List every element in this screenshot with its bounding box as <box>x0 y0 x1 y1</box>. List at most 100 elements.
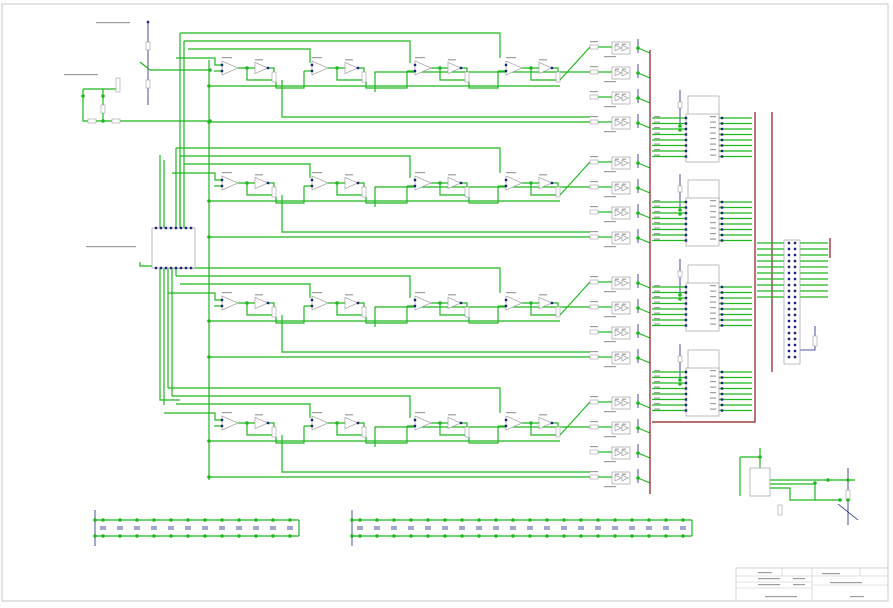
pin-marker <box>787 313 791 317</box>
component-label <box>222 412 232 414</box>
component-label <box>710 149 716 151</box>
component-label <box>615 158 619 160</box>
resistor-symbol <box>589 474 599 480</box>
opamp-symbol <box>614 424 623 432</box>
wire <box>281 435 590 473</box>
wire <box>184 40 411 63</box>
pin-marker <box>720 200 724 204</box>
pin-marker <box>413 184 417 188</box>
component-label <box>590 206 598 208</box>
junction-dot <box>335 181 339 185</box>
component-label <box>222 172 232 174</box>
junction-dot <box>101 534 105 538</box>
junction-dot <box>438 66 442 70</box>
pin-marker <box>720 398 724 401</box>
junction-dot <box>207 439 211 443</box>
pin-marker <box>356 181 360 185</box>
opamp-symbol <box>221 415 239 431</box>
junction-dot <box>562 534 566 538</box>
component-label <box>590 421 598 423</box>
junction-dot <box>358 518 362 522</box>
component-label <box>590 326 598 328</box>
wire <box>358 302 365 307</box>
pin-marker <box>220 69 224 73</box>
pin-marker <box>793 247 797 251</box>
junction-dot <box>838 498 842 502</box>
wire <box>461 67 468 72</box>
wire <box>184 163 311 178</box>
component-label <box>615 303 619 305</box>
wire <box>552 302 559 307</box>
junction-dot <box>678 208 682 212</box>
junction-dot <box>562 518 566 522</box>
junction-dot <box>511 534 515 538</box>
component-label <box>615 328 619 330</box>
pin-marker <box>793 319 797 323</box>
component-label <box>758 572 772 574</box>
component-label <box>615 278 619 280</box>
pin-marker <box>684 222 688 226</box>
component-label <box>615 43 619 45</box>
pin-marker <box>720 127 724 131</box>
pin-marker <box>356 301 360 305</box>
wire <box>637 237 651 244</box>
component-label <box>710 375 716 377</box>
junction-dot <box>101 94 105 98</box>
pin-marker <box>159 226 163 230</box>
opamp-symbol <box>614 304 623 312</box>
component-label <box>765 596 797 598</box>
resistor-symbol <box>589 354 599 360</box>
component-label <box>710 370 716 372</box>
junction-dot <box>93 534 97 538</box>
junction-dot <box>443 534 447 538</box>
pin-marker <box>720 222 724 226</box>
component-label <box>654 285 660 287</box>
junction-dot <box>207 199 211 203</box>
component-label <box>539 414 547 416</box>
wire <box>275 71 305 89</box>
wire <box>461 302 468 307</box>
resistor-symbol <box>271 426 277 438</box>
pin-marker <box>504 424 508 428</box>
junction-dot <box>678 293 682 297</box>
junction-dot <box>636 476 640 480</box>
resistor-symbol <box>111 118 121 124</box>
junction-dot <box>826 478 830 482</box>
junction-dot <box>477 534 481 538</box>
component-label <box>758 584 780 586</box>
component-label <box>590 181 598 183</box>
pin-marker <box>720 122 724 125</box>
pin-marker <box>189 266 193 270</box>
component-label <box>710 290 716 292</box>
resistor-symbol <box>777 504 783 516</box>
wire <box>637 402 651 409</box>
junction-dot <box>350 534 354 538</box>
junction-dot <box>545 518 549 522</box>
pin-marker <box>684 296 688 300</box>
component-label <box>654 307 660 309</box>
opamp-symbol <box>538 61 553 75</box>
pin-marker <box>413 424 417 428</box>
junction-dot <box>846 498 850 502</box>
pin-marker <box>787 271 791 275</box>
junction-dot <box>169 518 173 522</box>
pin-marker <box>504 184 508 188</box>
component-label <box>654 397 660 399</box>
wire <box>358 182 365 187</box>
resistor-symbol <box>589 279 599 285</box>
pin-marker <box>684 324 688 327</box>
wire <box>268 302 275 307</box>
pin-marker <box>310 63 314 67</box>
pin-marker <box>504 304 508 308</box>
resistor-symbol <box>589 69 599 75</box>
component-label <box>710 116 716 118</box>
wire <box>176 147 501 173</box>
junction-dot <box>528 518 532 522</box>
junction-dot <box>494 518 498 522</box>
pin-marker <box>793 289 797 293</box>
junction-dot <box>647 534 651 538</box>
wire <box>374 426 590 447</box>
pin-marker <box>720 392 724 396</box>
junction-dot <box>186 518 190 522</box>
pin-marker <box>310 298 314 302</box>
